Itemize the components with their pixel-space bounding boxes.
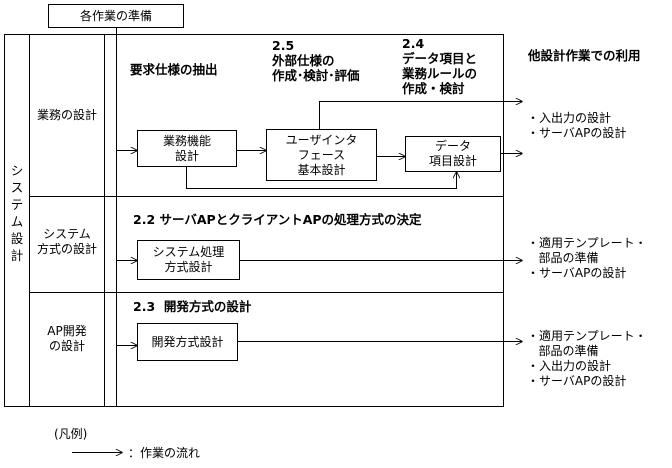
outer-label: システム設計 bbox=[9, 162, 25, 264]
arrow-ui-to-output bbox=[319, 102, 523, 129]
legend-title: (凡例) bbox=[54, 427, 88, 441]
heading-data-items: 2.4 データ項目と 業務ルールの 作成・検討 bbox=[402, 36, 478, 96]
output-ap: ・適用テンプレート・ 部品の準備 ・入出力の設計 ・サーバAPの設計 bbox=[527, 329, 647, 388]
arrow-func-bypass bbox=[186, 167, 457, 189]
row-label-ap: AP開発 の設計 bbox=[47, 324, 87, 353]
row-label-business: 業務の設計 bbox=[36, 108, 97, 122]
heading-2-2: 2.2 サーバAPとクライアントAPの処理方式の決定 bbox=[133, 212, 422, 227]
box-sys-proc: システム処理 方式設計 bbox=[137, 240, 240, 280]
heading-2-3: 2.3 開発方式の設計 bbox=[133, 299, 252, 314]
box-business-func: 業務機能 設計 bbox=[137, 130, 237, 167]
outer-label-char: テ bbox=[10, 197, 24, 212]
outer-label-char: シ bbox=[10, 163, 24, 178]
outer-label-char: 設 bbox=[10, 231, 24, 246]
row-label-system: システム 方式の設計 bbox=[36, 227, 97, 256]
header-box: 各作業の準備 bbox=[48, 4, 184, 28]
outer-label-char: 計 bbox=[10, 248, 24, 263]
outer-label-char: ス bbox=[10, 180, 24, 195]
outer-frame bbox=[4, 34, 504, 407]
box-data-design: データ 項目設計 bbox=[405, 136, 501, 172]
legend-text: ：作業の流れ bbox=[128, 446, 201, 460]
outer-label-char: ム bbox=[10, 214, 24, 229]
heading-ext-spec: 2.5 外部仕様の 作成･検討･評価 bbox=[272, 38, 360, 83]
box-ui-design: ユーザインタ フェース 基本設計 bbox=[266, 129, 377, 181]
heading-extract: 要求仕様の抽出 bbox=[130, 62, 218, 77]
box-dev-method: 開発方式設計 bbox=[137, 323, 238, 361]
right-title: 他設計作業での利用 bbox=[528, 48, 641, 63]
output-system: ・適用テンプレート・ 部品の準備 ・サーバAPの設計 bbox=[527, 236, 647, 280]
output-business: ・入出力の設計 ・サーバAPの設計 bbox=[527, 111, 627, 140]
